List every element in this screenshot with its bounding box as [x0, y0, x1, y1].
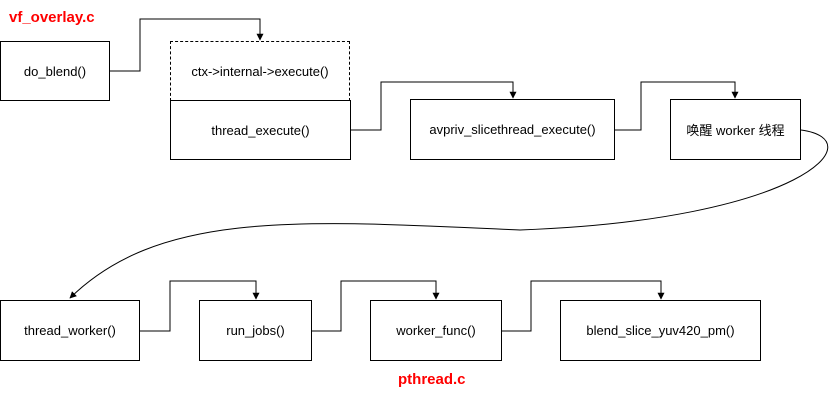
node-worker-func: worker_func()	[370, 300, 502, 361]
edge-worker-func-to-blend-slice	[502, 280, 665, 332]
node-do-blend: do_blend()	[0, 41, 110, 101]
edge-thread-worker-to-run-jobs	[140, 280, 260, 332]
node-avpriv-slicethread-execute: avpriv_slicethread_execute()	[410, 99, 615, 160]
node-thread-execute: thread_execute()	[170, 100, 351, 160]
edge-avpriv-execute-to-wake-worker	[615, 81, 739, 131]
node-blend-slice: blend_slice_yuv420_pm()	[560, 300, 761, 361]
node-wake-worker: 唤醒 worker 线程	[670, 99, 801, 160]
edge-thread-execute-to-avpriv-execute	[351, 81, 517, 131]
file-label-pthread: pthread.c	[398, 371, 466, 388]
node-run-jobs: run_jobs()	[199, 300, 312, 361]
node-ctx-execute: ctx->internal->execute()	[170, 41, 350, 101]
edge-do-blend-to-ctx-execute	[110, 18, 264, 72]
node-thread-worker: thread_worker()	[0, 300, 140, 361]
edge-run-jobs-to-worker-func	[312, 280, 440, 332]
edge-wake-worker-to-thread-worker	[69, 129, 829, 299]
file-label-vf-overlay: vf_overlay.c	[9, 9, 95, 26]
